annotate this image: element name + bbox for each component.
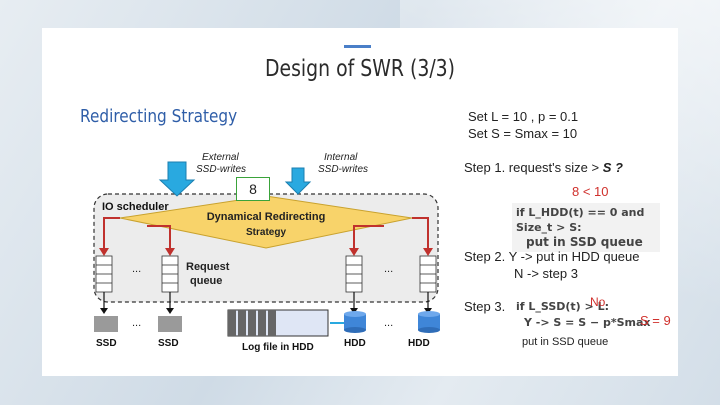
formula-1: if L_HDD(t) == 0 and Size_t > S: put in … — [512, 203, 660, 252]
hdd-label-2: HDD — [408, 338, 430, 349]
right-queue-1 — [345, 255, 363, 293]
right-red-arrow-inner — [353, 225, 384, 250]
hdd-device-1 — [344, 311, 366, 333]
left-red-arrowhead-inner — [165, 248, 175, 256]
step3-label: Step 3. — [464, 299, 506, 314]
right-red-arrowhead-inner — [349, 248, 359, 256]
request-queue-label-2: queue — [190, 275, 222, 287]
slide-title: Design of SWR (3/3) — [264, 56, 456, 82]
formula-1-line-2: put in SSD queue — [526, 235, 643, 249]
s-value: S = 9 — [640, 313, 671, 328]
internal-label-2: SSD-writes — [318, 164, 368, 175]
step2-line-2: N -> step 3 — [514, 266, 578, 281]
left-queue-dots: ... — [132, 263, 141, 275]
step1-text: Step 1. request's size > S ? — [464, 160, 623, 175]
ssd-device-2 — [158, 316, 182, 332]
left-red-arrow-outer — [103, 217, 120, 250]
title-accent-bar — [344, 45, 371, 48]
no-label: No — [590, 295, 606, 309]
log-file-bar — [227, 309, 329, 337]
bottom-dots-left: ... — [132, 317, 141, 329]
step1-var: S ? — [602, 160, 623, 175]
left-red-arrow-inner — [147, 225, 171, 250]
left-queue-2 — [161, 255, 179, 293]
internal-write-arrow — [284, 167, 312, 195]
redirect-label-1: Dynamical Redirecting — [207, 211, 326, 223]
request-queue-label-1: Request — [186, 261, 230, 273]
slide-subtitle: Redirecting Strategy — [80, 106, 238, 127]
ssd-label-2: SSD — [158, 338, 179, 349]
bottom-dots-right: ... — [384, 317, 393, 329]
step1-result: 8 < 10 — [572, 184, 609, 199]
external-label-1: External — [202, 152, 239, 163]
set-line-2: Set S = Smax = 10 — [468, 126, 578, 141]
formula-1-line-1: if L_HDD(t) == 0 and Size_t > S: — [516, 206, 645, 234]
formula-2-y: Y -> S = S − p*Smax — [524, 316, 651, 329]
internal-label-1: Internal — [324, 152, 358, 163]
log-file-label: Log file in HDD — [242, 342, 314, 353]
external-label-2: SSD-writes — [196, 164, 246, 175]
formula-2-if: if L_SSD(t) > L: — [516, 300, 609, 313]
redirect-label-2: Strategy — [246, 227, 286, 238]
external-write-arrow — [158, 161, 196, 197]
request-size-badge: 8 — [236, 177, 270, 201]
right-queue-dots: ... — [384, 263, 393, 275]
hdd-label-1: HDD — [344, 338, 366, 349]
right-queue-2 — [419, 255, 437, 293]
redirect-diagram: IO scheduler External SSD-writes Interna… — [93, 152, 440, 353]
left-queue-1 — [95, 255, 113, 293]
hdd-device-2 — [418, 311, 440, 333]
ssd-label-1: SSD — [96, 338, 117, 349]
io-scheduler-label: IO scheduler — [102, 201, 169, 213]
step2-line-1: Step 2. Y -> put in HDD queue — [464, 249, 640, 264]
set-line-1: Set L = 10 , p = 0.1 — [468, 109, 579, 124]
ssd-device-1 — [94, 316, 118, 332]
right-red-arrow-outer — [412, 217, 429, 250]
right-red-arrowhead-outer — [423, 248, 433, 256]
put-ssd-queue: put in SSD queue — [522, 336, 609, 348]
left-red-arrowhead-outer — [99, 248, 109, 256]
step1-prefix: Step 1. request's size > — [464, 160, 603, 175]
